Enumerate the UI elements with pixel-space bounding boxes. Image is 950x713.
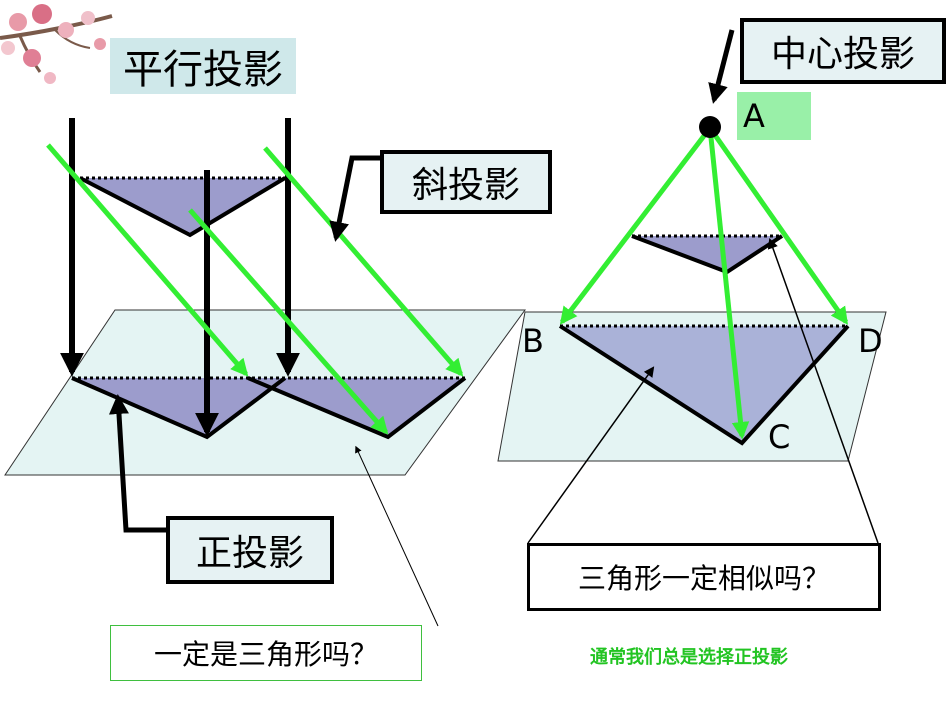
left-oblique-shadow-sides <box>247 376 467 440</box>
central-pointer-arrow <box>708 29 735 104</box>
left-upper-triangle-sides <box>79 176 287 238</box>
right-shadow-triangle <box>560 326 848 443</box>
point-b-label: B <box>522 322 544 360</box>
parallel-projection-title: 平行投影 <box>110 38 296 94</box>
point-d-label: D <box>858 322 883 360</box>
plum-blossom-decoration <box>0 4 113 84</box>
left-orthographic-shadow <box>72 378 285 437</box>
triangle-question-pointer <box>355 445 439 627</box>
orthographic-projection-label: 正投影 <box>166 516 334 584</box>
right-upper-triangle <box>632 236 782 272</box>
point-a-label: A <box>737 92 811 140</box>
oblique-projection-label: 斜投影 <box>380 150 552 214</box>
orthographic-preference-note: 通常我们总是选择正投影 <box>590 647 788 668</box>
central-ray-d <box>707 126 849 325</box>
point-c-label: C <box>768 418 791 456</box>
left-upper-triangle <box>80 178 285 235</box>
light-source-point <box>699 116 721 138</box>
left-oblique-shadow <box>248 378 465 437</box>
oblique-ray-middle <box>188 208 389 435</box>
central-ray-b <box>559 126 712 325</box>
oblique-ray-right <box>263 146 464 377</box>
central-projection-label: 中心投影 <box>740 18 946 84</box>
triangle-question-box: 一定是三角形吗？ <box>110 625 422 681</box>
central-ray-c <box>707 127 750 440</box>
similar-question-pointer-right <box>767 238 879 544</box>
oblique-pointer-arrow <box>329 155 380 242</box>
similar-question-box: 三角形一定相似吗？ <box>527 543 881 611</box>
oblique-ray-left <box>46 143 249 377</box>
orthographic-pointer-arrow <box>108 394 168 533</box>
similar-question-pointer-left <box>527 366 655 544</box>
right-shadow-sides <box>558 324 850 446</box>
